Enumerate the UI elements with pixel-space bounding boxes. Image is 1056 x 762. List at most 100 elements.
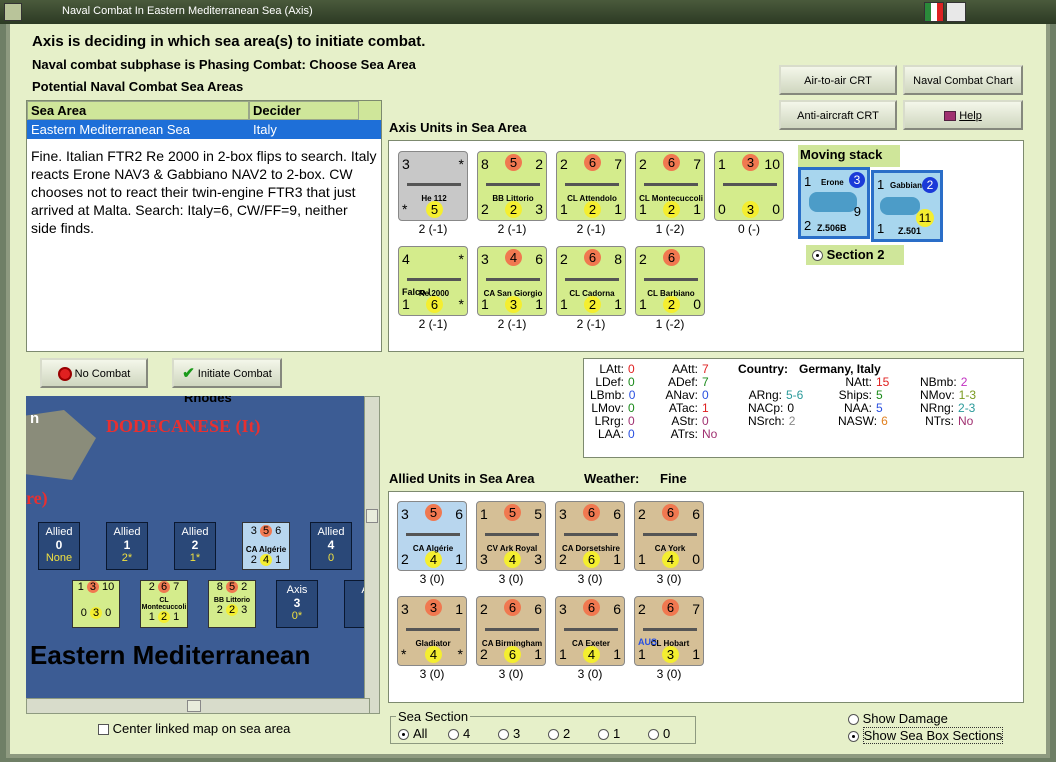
map-label-dodecanese: DODECANESE (It) (106, 416, 261, 436)
no-entry-icon (57, 367, 72, 382)
sea-section-option[interactable]: All (398, 726, 427, 741)
unit-stat-bl: 0 (718, 201, 726, 217)
section-radio[interactable] (812, 250, 823, 262)
unit-stat-tl: 3 (559, 506, 567, 522)
sea-section-option[interactable]: 3 (498, 726, 520, 741)
sea-section-option[interactable]: 1 (598, 726, 620, 741)
stat-key: LDef: (595, 375, 624, 389)
stat-key: LBmb: (590, 388, 625, 402)
unit-stat-tl: 2 (560, 251, 568, 267)
sea-section-label: 1 (613, 726, 621, 741)
map-counter-algerie[interactable]: 3 5 6 CA Algérie 2 4 1 (242, 522, 290, 570)
show-sea-box-radio[interactable] (848, 731, 859, 743)
initiate-combat-label: Initiate Combat (197, 368, 272, 380)
stat-atrs: ATrs:No (664, 427, 718, 441)
unit-stat-br: 1 (693, 201, 701, 217)
unit-stat-tl: 3 (401, 506, 409, 522)
unit-attack-circle: 6 (662, 599, 679, 616)
stat-latt: LAtt:0 (590, 362, 634, 376)
unit-stat-tr: 2 (535, 156, 543, 172)
center-map-checkbox[interactable] (98, 724, 109, 736)
sea-section-option[interactable]: 2 (548, 726, 570, 741)
col-sea-area[interactable]: Sea Area (27, 101, 249, 120)
stat-laa: LAA:0 (590, 427, 635, 441)
show-damage-radio[interactable] (848, 714, 859, 726)
map-vscroll-thumb[interactable] (366, 509, 378, 523)
initiate-combat-button[interactable]: ✔Initiate Combat (172, 358, 282, 388)
anti-aircraft-crt-button[interactable]: Anti-aircraft CRT (779, 100, 897, 130)
unit-stat-tr: 5 (534, 506, 542, 522)
weather-label: Weather: (584, 471, 640, 486)
unit-defense-circle: 4 (425, 646, 442, 663)
map-hscroll-thumb[interactable] (187, 700, 201, 712)
col-decider[interactable]: Decider (249, 101, 359, 120)
no-combat-button[interactable]: No Combat (40, 358, 148, 388)
sea-section-radio[interactable] (648, 729, 659, 741)
ship-silhouette-icon (643, 526, 697, 540)
unit-strength-label: 2 (-1) (576, 317, 606, 331)
map-horizontal-scrollbar[interactable] (26, 698, 370, 714)
linked-map[interactable]: n Rhodes DODECANESE (It) re) Eastern Med… (26, 396, 370, 714)
table-row[interactable]: Eastern Mediterranean Sea Italy (27, 120, 381, 139)
sea-section-radio[interactable] (548, 729, 559, 741)
unit-attack-circle: 3 (425, 599, 442, 616)
unit-name: Re.2000 (418, 289, 450, 298)
sea-section-radio[interactable] (498, 729, 509, 741)
ship-silhouette-icon (486, 271, 540, 285)
stat-value: 5 (876, 388, 883, 402)
air-to-air-crt-button[interactable]: Air-to-air CRT (779, 65, 897, 95)
section-2-option[interactable]: Section 2 (806, 245, 904, 265)
unit-stat-tl: 2 (560, 156, 568, 172)
system-menu-icon[interactable] (4, 3, 22, 21)
sea-section-option[interactable]: 4 (448, 726, 470, 741)
naval-combat-chart-button[interactable]: Naval Combat Chart (903, 65, 1023, 95)
sea-section-radio[interactable] (598, 729, 609, 741)
unit-extra-label: AUS (638, 637, 658, 647)
ship-silhouette-icon (565, 271, 619, 285)
show-damage-option[interactable]: Show Damage (848, 711, 948, 726)
sea-box-sub: None (45, 552, 73, 564)
sea-section-radio[interactable] (448, 729, 459, 741)
stat-astr: AStr:0 (664, 414, 708, 428)
sea-box-label: Allied (181, 526, 209, 538)
stat-key: AStr: (671, 414, 698, 428)
moving-unit-erone[interactable]: 1 Erone 3 9 2 Z.506B (798, 167, 870, 239)
sea-section-radio[interactable] (398, 729, 409, 741)
moving-unit-gabbiano[interactable]: 1 Gabbiano 2 11 1 Z.501 (871, 170, 943, 242)
sea-section-title: Sea Section (396, 709, 471, 724)
unit-value: 9 (853, 204, 861, 219)
help-button[interactable]: Help (903, 100, 1023, 130)
show-sea-box-option[interactable]: Show Sea Box Sections (848, 727, 1004, 744)
map-vertical-scrollbar[interactable] (364, 396, 380, 714)
unit-stat-tl: 2 (639, 156, 647, 172)
sea-box-number: 1 (123, 538, 131, 552)
ship-silhouette-icon (644, 176, 698, 190)
sea-section-option[interactable]: 0 (648, 726, 670, 741)
center-map-option[interactable]: Center linked map on sea area (98, 721, 290, 736)
